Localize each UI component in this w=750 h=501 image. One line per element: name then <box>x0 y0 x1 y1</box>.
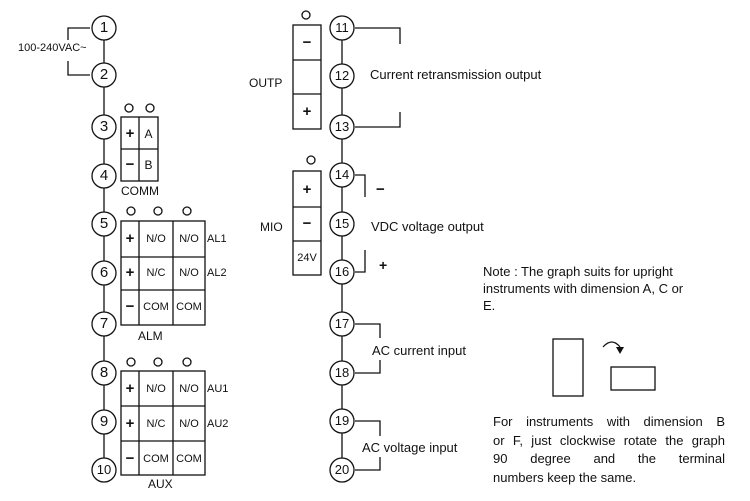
mio-voltage: 24V <box>297 252 317 264</box>
rotate-note-line-3: 90 degree and the terminal <box>493 451 725 466</box>
alm-al1: AL1 <box>207 233 227 245</box>
terminal-2: 2 <box>99 66 109 83</box>
alm-label: ALM <box>138 329 163 343</box>
terminal-16: 16 <box>334 264 350 279</box>
comm-b: B <box>144 158 153 172</box>
terminal-20: 20 <box>334 462 350 477</box>
rotate-note-line-2: or F, just clockwise rotate the graph <box>493 432 725 448</box>
note-line-3: E. <box>483 298 496 313</box>
mio-minus: − <box>302 215 312 232</box>
terminal-3: 3 <box>99 118 109 135</box>
alm-al2: AL2 <box>207 267 227 279</box>
comm-label: COMM <box>121 184 159 198</box>
alm-com-2: COM <box>176 301 202 313</box>
outp-description: Current retransmission output <box>370 67 542 82</box>
terminal-13: 13 <box>334 119 350 134</box>
terminal-4: 4 <box>99 167 109 184</box>
aux-no-2: N/O <box>179 383 199 395</box>
terminal-6: 6 <box>99 264 109 281</box>
rotate-note-line-1: For instruments with dimension B <box>493 414 725 429</box>
aux-no-3: N/O <box>179 418 199 430</box>
terminal-1: 1 <box>99 19 109 36</box>
terminal-12: 12 <box>334 68 350 83</box>
mio-label: MIO <box>260 220 283 234</box>
aux-minus: − <box>125 450 135 467</box>
aux-au1: AU1 <box>207 383 229 395</box>
alm-no-2: N/O <box>179 233 199 245</box>
note-text: Note : The graph suits for upright instr… <box>483 263 733 314</box>
alm-nc: N/C <box>146 267 166 279</box>
mio-sign-plus: + <box>379 257 388 273</box>
terminal-10: 10 <box>96 462 112 477</box>
aux-label: AUX <box>148 477 173 491</box>
alm-plus-2: + <box>125 264 135 281</box>
aux-com-1: COM <box>143 453 169 465</box>
comm-minus: − <box>125 156 135 173</box>
terminal-15: 15 <box>334 216 350 231</box>
comm-a: A <box>144 127 153 141</box>
rotate-note-line-4: numbers keep the same. <box>493 469 637 485</box>
mio-description: VDC voltage output <box>371 219 484 234</box>
note-line-1: Note : The graph suits for upright <box>483 264 673 279</box>
terminal-18: 18 <box>334 365 350 380</box>
terminal-9: 9 <box>99 413 109 430</box>
aux-com-2: COM <box>176 453 202 465</box>
rotate-note: For instruments with dimension B or F, j… <box>493 413 725 487</box>
note-line-2: instruments with dimension A, C or <box>483 281 684 296</box>
terminal-5: 5 <box>99 215 109 232</box>
terminal-14: 14 <box>334 167 350 182</box>
alm-no-1: N/O <box>146 233 166 245</box>
aux-nc: N/C <box>146 418 166 430</box>
terminal-7: 7 <box>99 315 109 332</box>
mio-plus: + <box>302 181 312 198</box>
ac-current-label: AC current input <box>372 343 466 358</box>
terminal-17: 17 <box>334 316 350 331</box>
alm-minus: − <box>125 298 135 315</box>
alm-com-1: COM <box>143 301 169 313</box>
power-label: 100-240VAC~ <box>18 42 87 54</box>
terminal-8: 8 <box>99 364 109 381</box>
alm-plus-1: + <box>125 230 135 247</box>
mio-sign-minus: − <box>376 181 385 198</box>
outp-minus: − <box>302 34 312 51</box>
terminal-11: 11 <box>335 20 349 35</box>
alm-no-3: N/O <box>179 267 199 279</box>
outp-plus: + <box>302 103 312 120</box>
aux-au2: AU2 <box>207 418 229 430</box>
terminal-19: 19 <box>334 413 350 428</box>
comm-plus: + <box>125 125 135 142</box>
aux-plus-1: + <box>125 380 135 397</box>
aux-plus-2: + <box>125 415 135 432</box>
outp-label: OUTP <box>249 76 283 90</box>
aux-no-1: N/O <box>146 383 166 395</box>
ac-voltage-label: AC voltage input <box>362 440 458 455</box>
